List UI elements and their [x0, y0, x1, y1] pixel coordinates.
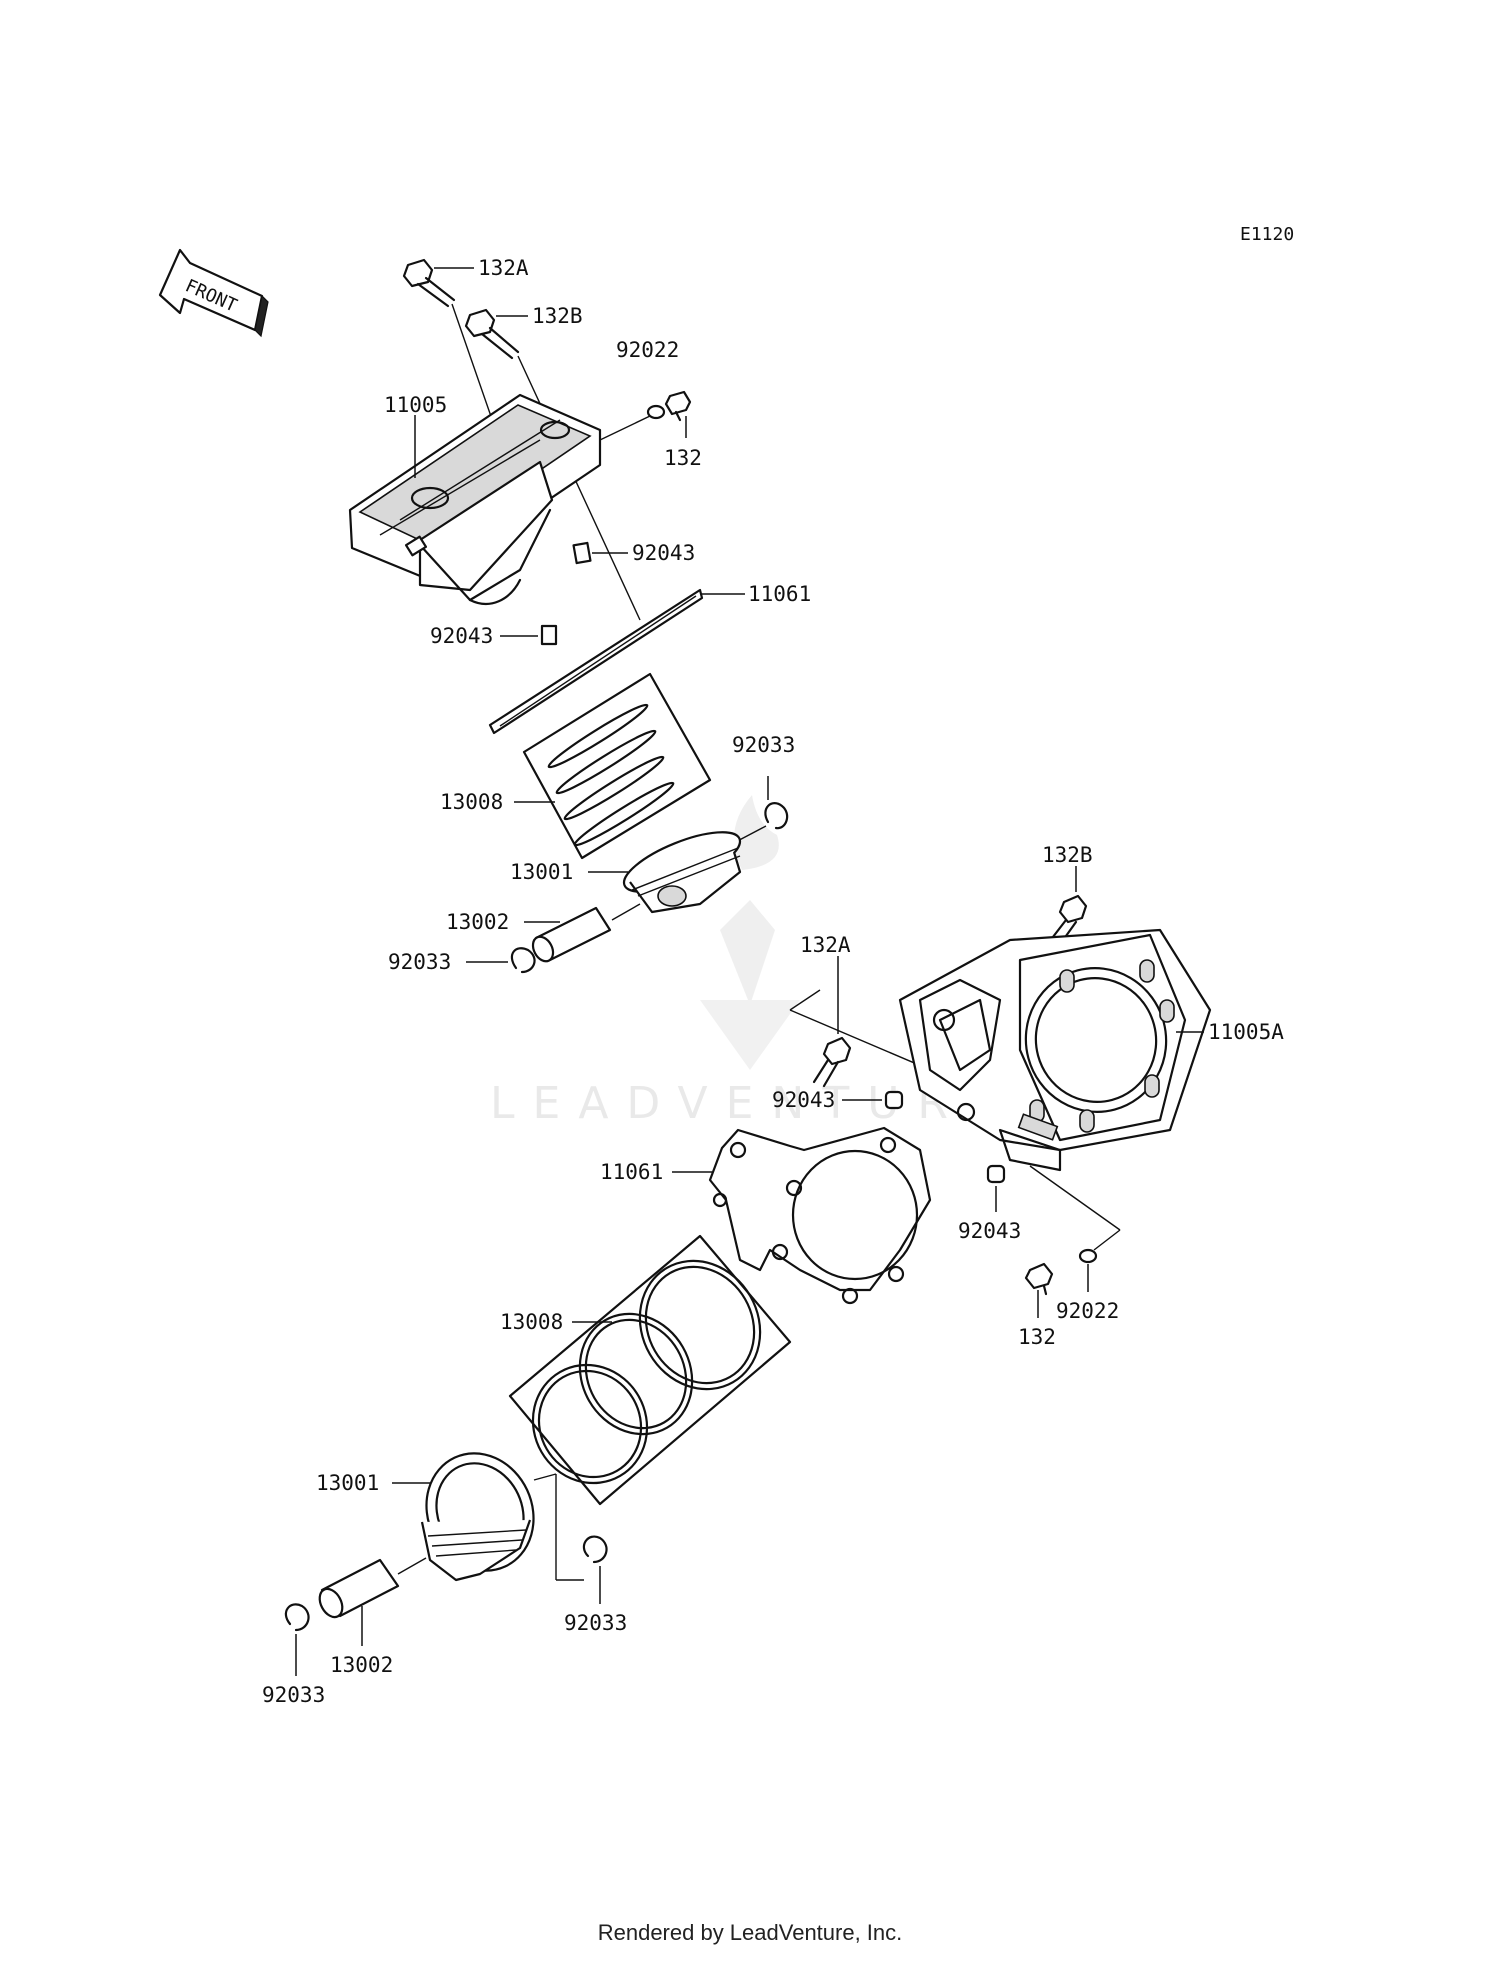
label-92022-front: 92022: [1056, 1299, 1119, 1323]
label-11061-front: 11061: [600, 1160, 663, 1184]
label-13008-rear: 13008: [440, 790, 503, 814]
label-11005: 11005: [384, 393, 447, 417]
label-92033-front-right: 92033: [564, 1611, 627, 1635]
watermark-text: LEADVENTURE: [490, 1078, 1012, 1129]
leader: [1029, 1165, 1121, 1231]
label-132-rear: 132: [664, 446, 702, 470]
dowel-92043-front-left: [884, 1090, 904, 1110]
diagram-code: E1120: [1240, 224, 1294, 245]
leader: [789, 989, 821, 1011]
rear-gasket-11061: [488, 588, 704, 735]
label-13002-rear: 13002: [446, 910, 509, 934]
label-92033-rear-left: 92033: [388, 950, 451, 974]
rear-piston-13001: [622, 831, 742, 914]
washer-92022-rear: [646, 404, 666, 420]
label-92043-front-left: 92043: [772, 1088, 835, 1112]
label-92033-rear-right: 92033: [732, 733, 795, 757]
label-92043-rear-lower: 92043: [430, 624, 493, 648]
rear-cylinder-11005: [348, 393, 602, 605]
label-92033-front-left: 92033: [262, 1683, 325, 1707]
dowel-92043-rear-lower: [540, 624, 558, 646]
label-92043-front-right: 92043: [958, 1219, 1021, 1243]
bolt-132b-rear: [464, 308, 641, 621]
dowel-92043-front-right: [986, 1164, 1006, 1184]
rear-ring-set-13008: [522, 672, 712, 860]
rear-pin-13002: [531, 903, 641, 963]
bolt-132a-front: [812, 1036, 852, 1088]
washer-92022-front: [1078, 1248, 1098, 1264]
circlip-92033-rear-right: [764, 802, 789, 830]
front-pin-13002: [318, 1557, 427, 1619]
label-13002-front: 13002: [330, 1653, 393, 1677]
label-13001-front: 13001: [316, 1471, 379, 1495]
label-92022-rear: 92022: [616, 338, 679, 362]
circlip-92033-front-right: [582, 1535, 608, 1564]
leader: [599, 415, 651, 441]
label-132b-rear: 132B: [532, 304, 583, 328]
leader: [1093, 1229, 1121, 1251]
label-132a-front: 132A: [800, 933, 851, 957]
front-ring-set-13008: [508, 1234, 792, 1506]
bolt-132-front: [1024, 1262, 1054, 1296]
label-11061-rear: 11061: [748, 582, 811, 606]
leader: [533, 1473, 557, 1481]
label-132a-rear: 132A: [478, 256, 529, 280]
front-gasket-11061: [708, 1126, 932, 1305]
watermark-logo: LEADVENTURE: [490, 795, 1012, 1129]
dowel-92043-rear-upper: [572, 541, 592, 565]
label-92043-rear-upper: 92043: [632, 541, 695, 565]
circlip-92033-rear-left: [510, 947, 536, 974]
front-direction-arrow: FRONT: [158, 248, 269, 338]
label-13008-front: 13008: [500, 1310, 563, 1334]
bolt-132-rear: [664, 390, 692, 422]
front-piston-13001: [420, 1452, 535, 1582]
label-11005a: 11005A: [1208, 1020, 1284, 1044]
label-13001-rear: 13001: [510, 860, 573, 884]
front-cylinder-11005a: [898, 928, 1212, 1172]
label-132-front: 132: [1018, 1325, 1056, 1349]
circlip-92033-front-left: [284, 1603, 310, 1632]
label-132b-front: 132B: [1042, 843, 1093, 867]
footer-credit: Rendered by LeadVenture, Inc.: [597, 1920, 903, 1945]
